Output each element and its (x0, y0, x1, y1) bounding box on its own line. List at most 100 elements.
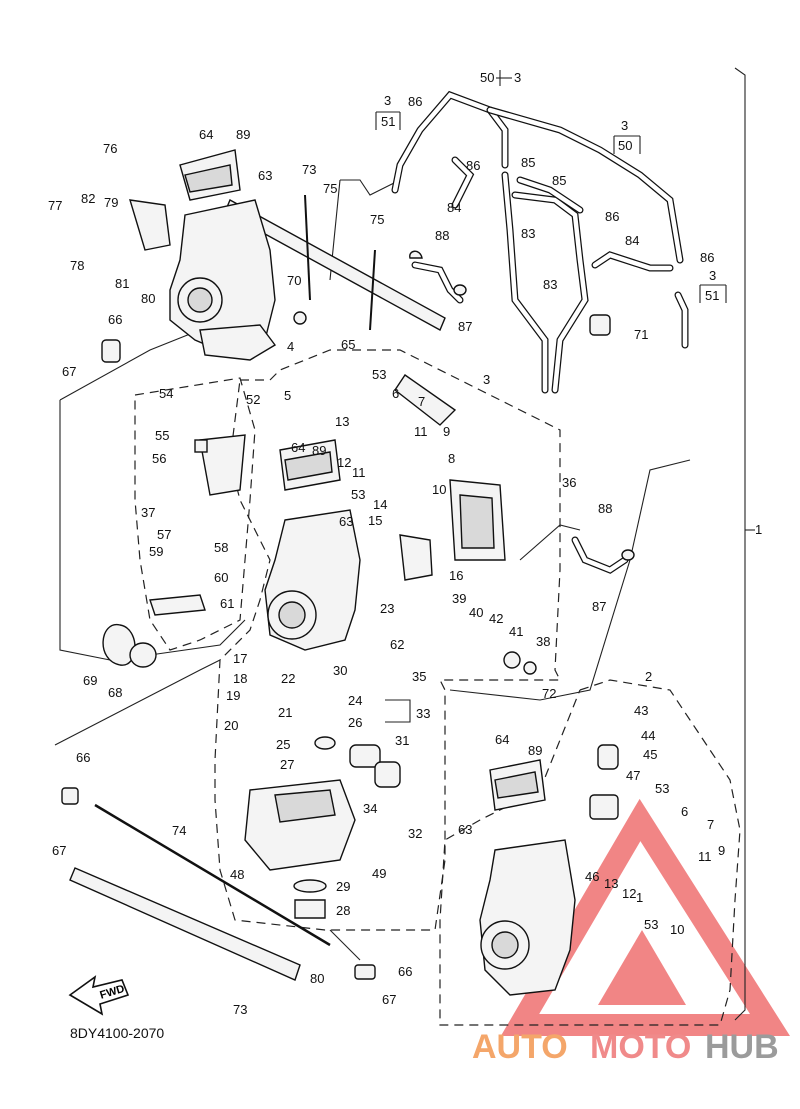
carburetor-bottom-right (479, 759, 576, 996)
part-label: 76 (103, 141, 117, 156)
part-label: 75 (323, 181, 337, 196)
part-label: 12 (337, 455, 351, 470)
part-label: 25 (276, 737, 290, 752)
part-label: 83 (543, 277, 557, 292)
part-label: 63 (258, 168, 272, 183)
part-label: 54 (159, 386, 173, 401)
part-label: 77 (48, 198, 62, 213)
part-label: 6 (681, 804, 688, 819)
part-label: 47 (626, 768, 640, 783)
part-label: 66 (76, 750, 90, 765)
callout-3: 3 (514, 70, 521, 85)
part-label: 14 (373, 497, 387, 512)
part-label: 7 (418, 394, 425, 409)
part-label: 1 (636, 890, 643, 905)
part-label: 3 (483, 372, 490, 387)
part-label: 18 (233, 671, 247, 686)
part-label: 73 (302, 162, 316, 177)
part-label: 23 (380, 601, 394, 616)
part-label: 81 (115, 276, 129, 291)
part-label: 5 (284, 388, 291, 403)
part-label: 61 (220, 596, 234, 611)
part-label: 56 (152, 451, 166, 466)
part-label: 57 (157, 527, 171, 542)
callout-50-b: 50 (618, 138, 632, 153)
part-label: 88 (598, 501, 612, 516)
part-label: 73 (233, 1002, 247, 1017)
part-label: 88 (435, 228, 449, 243)
leader-left (59, 400, 111, 661)
part-label: 9 (718, 843, 725, 858)
leader-88b (519, 524, 581, 561)
carburetor-middle (199, 434, 506, 651)
part-label: 70 (287, 273, 301, 288)
callout-3-top: 3 (384, 93, 391, 108)
part-label: 84 (625, 233, 639, 248)
part-label: 39 (452, 591, 466, 606)
part-label: 9 (443, 424, 450, 439)
part-label: 85 (552, 173, 566, 188)
leader-bottom (329, 929, 361, 961)
callout-50: 50 (480, 70, 494, 85)
part-label: 67 (52, 843, 66, 858)
part-label: 65 (341, 337, 355, 352)
part-label: 13 (335, 414, 349, 429)
part-label: 49 (372, 866, 386, 881)
part-label: 11 (698, 849, 712, 864)
part-label: 53 (372, 367, 386, 382)
part-label: 53 (644, 917, 658, 932)
part-label: 52 (246, 392, 260, 407)
part-label: 82 (81, 191, 95, 206)
part-label: 58 (214, 540, 228, 555)
part-label: 86 (466, 158, 480, 173)
part-label: 37 (141, 505, 155, 520)
part-label: 66 (108, 312, 122, 327)
part-label: 35 (412, 669, 426, 684)
part-label: 60 (214, 570, 228, 585)
part-label: 64 (291, 440, 305, 455)
part-label: 63 (339, 514, 353, 529)
small-parts (61, 250, 635, 980)
part-label: 4 (287, 339, 294, 354)
part-label: 21 (278, 705, 292, 720)
part-label: 8 (448, 451, 455, 466)
part-label: 1 (755, 522, 762, 537)
part-label: 44 (641, 728, 655, 743)
part-label: 83 (521, 226, 535, 241)
group-outline-main (214, 349, 561, 931)
callout-51: 51 (381, 114, 395, 129)
part-label: 78 (70, 258, 84, 273)
part-label: 17 (233, 651, 247, 666)
part-label: 79 (104, 195, 118, 210)
part-label: 20 (224, 718, 238, 733)
callout-3-c: 3 (709, 268, 716, 283)
part-label: 2 (645, 669, 652, 684)
part-label: 31 (395, 733, 409, 748)
part-label: 29 (336, 879, 350, 894)
part-label: 72 (542, 686, 556, 701)
rod-73-top (304, 194, 311, 301)
part-label: 19 (226, 688, 240, 703)
part-label: 64 (495, 732, 509, 747)
watermark-triangle (500, 798, 791, 1036)
leader-hose-top (340, 179, 401, 196)
part-label: 26 (348, 715, 362, 730)
part-label: 59 (149, 544, 163, 559)
part-label: 45 (643, 747, 657, 762)
part-label: 67 (382, 992, 396, 1007)
part-label: 84 (447, 200, 461, 215)
watermark-hub: HUB (705, 1028, 779, 1066)
part-label: 40 (469, 605, 483, 620)
part-label: 64 (199, 127, 213, 142)
group-outline-right (439, 679, 741, 1026)
callout-brackets (375, 70, 727, 723)
part-label: 89 (528, 743, 542, 758)
part-label: 68 (108, 685, 122, 700)
part-label: 71 (634, 327, 648, 342)
part-label: 34 (363, 801, 377, 816)
part-label: 86 (605, 209, 619, 224)
rod-75 (369, 249, 376, 331)
part-label: 80 (141, 291, 155, 306)
group-outline-left (134, 377, 256, 651)
